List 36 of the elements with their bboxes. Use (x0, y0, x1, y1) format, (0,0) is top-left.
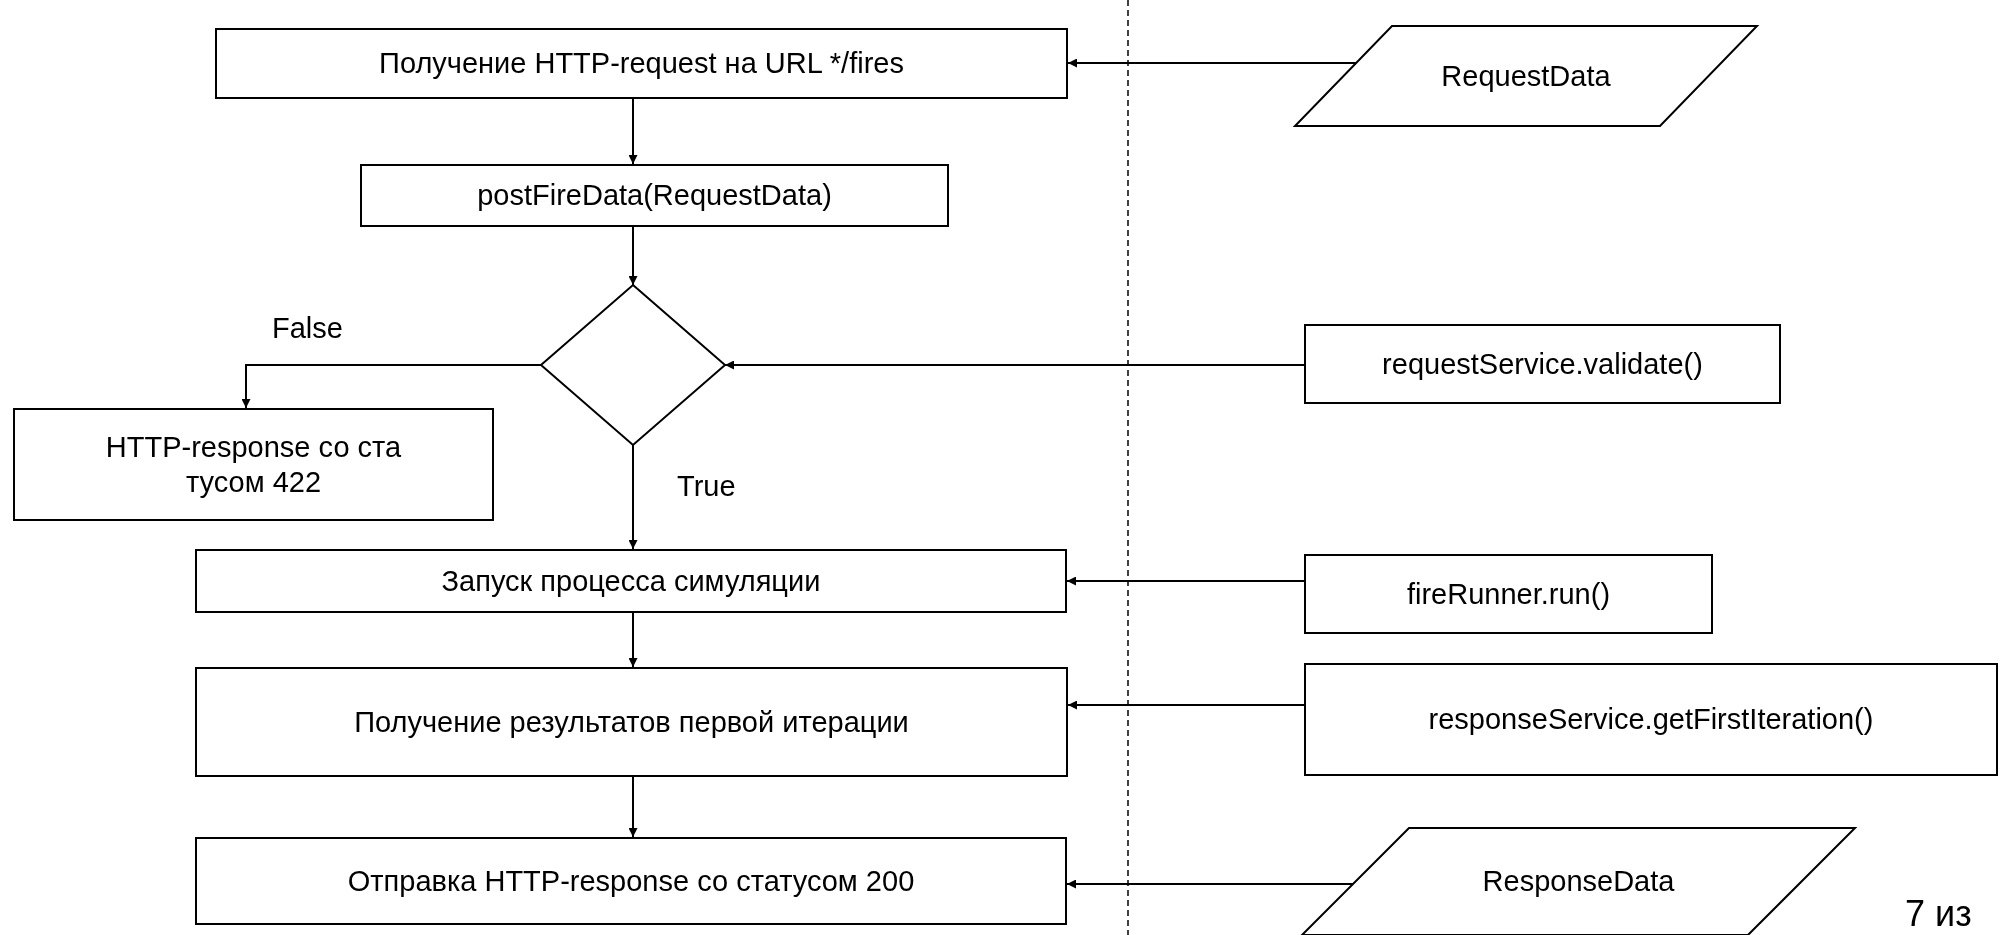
process-box (1304, 554, 1713, 634)
node-text: ResponseData (1481, 864, 1676, 899)
arrow (628, 444, 638, 550)
node-text: postFireData(RequestData) (477, 178, 832, 213)
arrow (1067, 700, 1305, 710)
process-box (1304, 324, 1781, 404)
edge-label: True (677, 470, 736, 503)
edge-label: False (272, 312, 343, 345)
data-parallelogram (1295, 26, 1757, 126)
node-text: Получение HTTP-request на URL */fires (379, 46, 904, 81)
node-text: RequestData (1440, 58, 1612, 94)
arrow (241, 364, 542, 409)
arrow (628, 98, 638, 165)
arrow (628, 776, 638, 838)
process-box (1304, 663, 1998, 776)
process-box (13, 408, 494, 521)
node-text: Получение результатов первой итерации (354, 704, 909, 740)
data-parallelogram (1302, 828, 1855, 935)
arrow (628, 612, 638, 668)
decision-diamond (541, 285, 725, 445)
node-text: fireRunner.run() (1406, 576, 1611, 612)
node-text: Запуск процесса симуляции (441, 563, 821, 599)
node-text: requestService.validate() (1382, 346, 1703, 382)
process-box (360, 164, 949, 227)
node-text: responseService.getFirstIteration() (1428, 702, 1874, 737)
arrow (1066, 576, 1305, 586)
arrow (724, 360, 1305, 370)
node-text: HTTP-response со ста тусом 422 (104, 429, 403, 500)
process-box (195, 837, 1067, 925)
process-box (195, 549, 1067, 613)
page-number: 7 из (1905, 893, 1972, 935)
arrow (1066, 879, 1354, 889)
arrow (628, 226, 638, 286)
process-box (215, 28, 1068, 99)
process-box (195, 667, 1068, 777)
node-text: Отправка HTTP-response со статусом 200 (347, 863, 915, 899)
